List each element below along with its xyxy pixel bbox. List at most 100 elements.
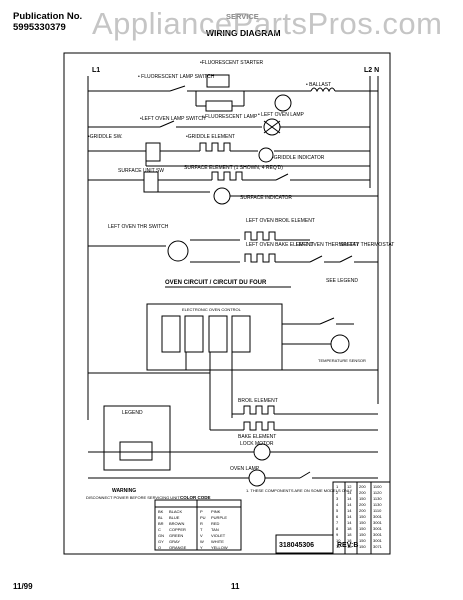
wire-table-cell: 3071 [373,544,383,549]
label-left-oven-thr-switch: LEFT OVEN THR SWITCH [108,224,169,230]
color-code-cell: O [158,545,161,550]
color-code-cell: PURPLE [211,515,227,520]
label-left-oven-bake: LEFT OVEN BAKE ELEMENT [246,242,313,248]
label-fluor-switch: • FLUORESCENT LAMP SWITCH [138,74,215,80]
wire-table [332,481,391,555]
wire-table-cell: 150 [359,526,366,531]
broil-element [243,405,275,415]
wire-table-cell: 200 [359,490,366,495]
label-oven-lamp: OVEN LAMP [230,466,260,472]
wire-table-cell: 3001 [373,520,383,525]
label-fluor-starter: •FLUORESCENT STARTER [200,60,264,66]
temperature-sensor [330,334,350,354]
wire-table-cell: 14 [347,490,352,495]
watermark: AppliancePartsPros.com [92,6,443,41]
wire-table-cell: 150 [359,532,366,537]
label-lock-motor: LOCK MOTOR [240,441,274,447]
diagram-title: WIRING DIAGRAM [206,28,281,38]
label-surface-unit-sw: SURFACE UNIT SW [118,168,164,174]
label-oven-circuit: OVEN CIRCUIT / CIRCUIT DU FOUR [165,280,267,286]
color-code-cell: BR [158,521,164,526]
wire-table-cell: 18 [347,544,352,549]
label-l1: L1 [92,67,100,74]
label-fluor-lamp: • FLUORESCENT LAMP [202,114,258,120]
color-code-cell: RED [211,521,220,526]
publication-label: Publication No. [13,11,83,22]
wire-table-cell: 150 [359,514,366,519]
label-notes: 1. THESE COMPONENTS ARE ON SOME MODELS O… [246,488,353,493]
wire-table-cell: 3001 [373,526,383,531]
wire-table-cell: 1100 [373,484,382,489]
color-code-cell: BLACK [169,509,182,514]
label-griddle-element: •GRIDDLE ELEMENT [186,134,235,140]
label-oven-lamp-switch: •LEFT OVEN LAMP SWITCH [140,116,206,122]
surface-indicator [213,187,231,205]
color-code-cell: TAN [211,527,219,532]
label-left-oven-broil: LEFT OVEN BROIL ELEMENT [246,218,315,224]
label-color-code: COLOR CODE [180,495,211,500]
publication-number: 5995330379 [13,22,66,33]
wire-table-cell: 18 [347,532,352,537]
wire-table-cell: 4 [336,502,339,507]
label-rev: REV:B [337,542,358,549]
label-surface-element: SURFACE ELEMENT (1 SHOWN, 4 REQ'D) [184,165,283,171]
wire-table-cell: 150 [359,520,366,525]
label-part-number: 318045306 [279,542,314,549]
label-broil-element: BROIL ELEMENT [238,398,278,404]
wire-table-cell: 200 [359,508,366,513]
wire-table-cell: 1120 [373,490,382,495]
label-legend: LEGEND [122,410,143,416]
bake-element [243,421,275,431]
color-code-cell: BROWN [169,521,184,526]
wire-table-cell: 200 [359,502,366,507]
oven-lamp [248,469,266,487]
diagram-title-ghost: SERVICE [226,12,259,21]
wire-table-cell: 3001 [373,514,383,519]
color-code-cell: PU [200,515,206,520]
label-left-oven-thermostat: LEFT OVEN THERMOSTAT [296,242,359,248]
left-oven-broil [244,231,276,241]
color-code-cell: ORANGE [169,545,187,550]
wire-table-cell: 3001 [373,532,383,537]
color-code-cell: YELLOW [211,545,228,550]
label-l2n: L2 N [364,67,379,74]
label-griddle-sw: •GRIDDLE SW. [88,134,123,140]
color-code-cell: WHITE [211,539,224,544]
label-griddle-indicator: •GRIDDLE INDICATOR [272,155,325,161]
wire-table-cell: 14 [347,502,352,507]
wire-table-cell: 6 [336,514,339,519]
color-code-cell: BLUE [169,515,180,520]
wire-table-cell: 150 [359,538,366,543]
color-code-cell: P [200,509,203,514]
wire-table-cell: 14 [347,508,352,513]
color-code-cell: R [200,521,203,526]
label-left-oven-lamp: • LEFT OVEN LAMP [258,112,305,118]
color-code-cell: PINK [211,509,221,514]
color-code-cell: T [200,527,203,532]
surface-element [211,171,243,181]
footer-date: 11/99 [13,582,33,591]
wire-table-cell: 1110 [373,508,382,513]
color-code-cell: V [200,533,203,538]
wire-table-cell: 14 [347,496,352,501]
color-code-table [154,499,242,551]
wire-table-cell: 200 [359,484,366,489]
wire-table-cell: 8 [336,526,339,531]
wire-table-cell: 3001 [373,538,383,543]
griddle-indicator [258,147,274,163]
wire-table-cell: 1130 [373,502,382,507]
color-code-cell: BK [158,509,164,514]
wire-table-cell: 10 [336,538,341,543]
wire-table-cell: 7 [336,520,339,525]
left-oven-bake [244,253,276,263]
wire-table-cell: 1130 [373,496,382,501]
ballast-coil [310,87,336,93]
wire-table-cell: 150 [359,496,366,501]
wire-table-cell: 9 [336,532,339,537]
color-code-cell: GREEN [169,533,183,538]
wire-table-cell: 1 [336,484,339,489]
label-bake-element: BAKE ELEMENT [238,434,276,440]
fluor-lamp-circle [274,94,292,112]
fluor-lamp [205,100,233,112]
label-temperature-sensor: TEMPERATURE SENSOR [318,358,366,363]
